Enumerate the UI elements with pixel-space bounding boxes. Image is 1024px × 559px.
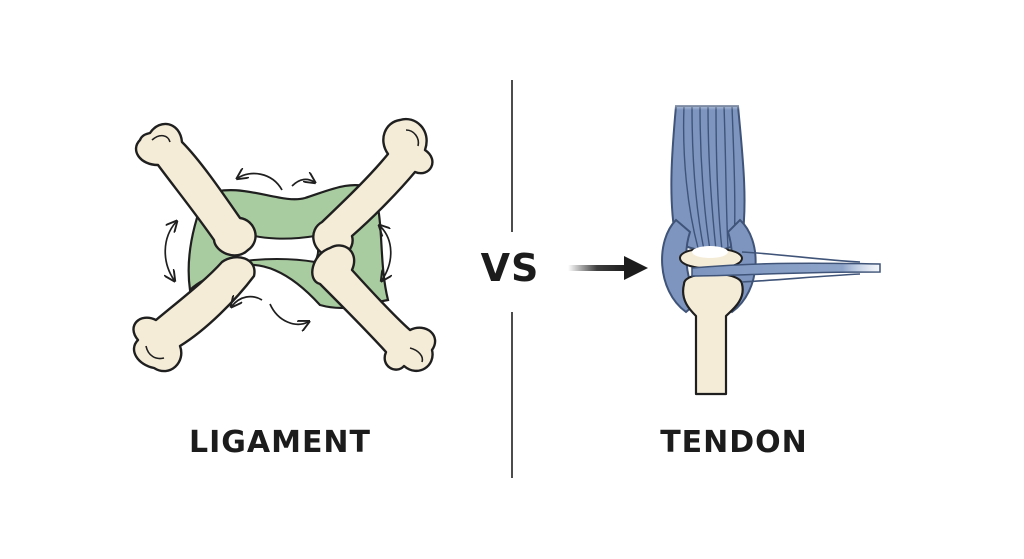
tendon-strand-upper	[741, 251, 861, 263]
bone-upper-left	[134, 122, 257, 257]
ligament-label: LIGAMENT	[188, 425, 372, 460]
bone-lower-right	[311, 244, 437, 373]
tendon-label: TENDON	[660, 425, 808, 460]
tendon-strand-lower	[741, 273, 861, 283]
arrow-bottom-right	[269, 303, 308, 324]
arrow-left-side	[165, 222, 176, 280]
tendon-illustration	[661, 100, 881, 396]
arrow-right-side	[380, 226, 391, 280]
bone-lower-left	[132, 256, 256, 373]
lower-bone	[682, 272, 744, 396]
vs-label: VS	[480, 246, 540, 290]
movement-arrows	[165, 174, 391, 325]
pointer-arrow	[568, 256, 648, 280]
ligament-illustration	[132, 117, 437, 373]
arrow-top-right	[291, 179, 314, 187]
tendon-strand	[691, 262, 881, 277]
arrow-top-left	[238, 174, 283, 191]
arrow-bottom-left	[232, 297, 263, 306]
